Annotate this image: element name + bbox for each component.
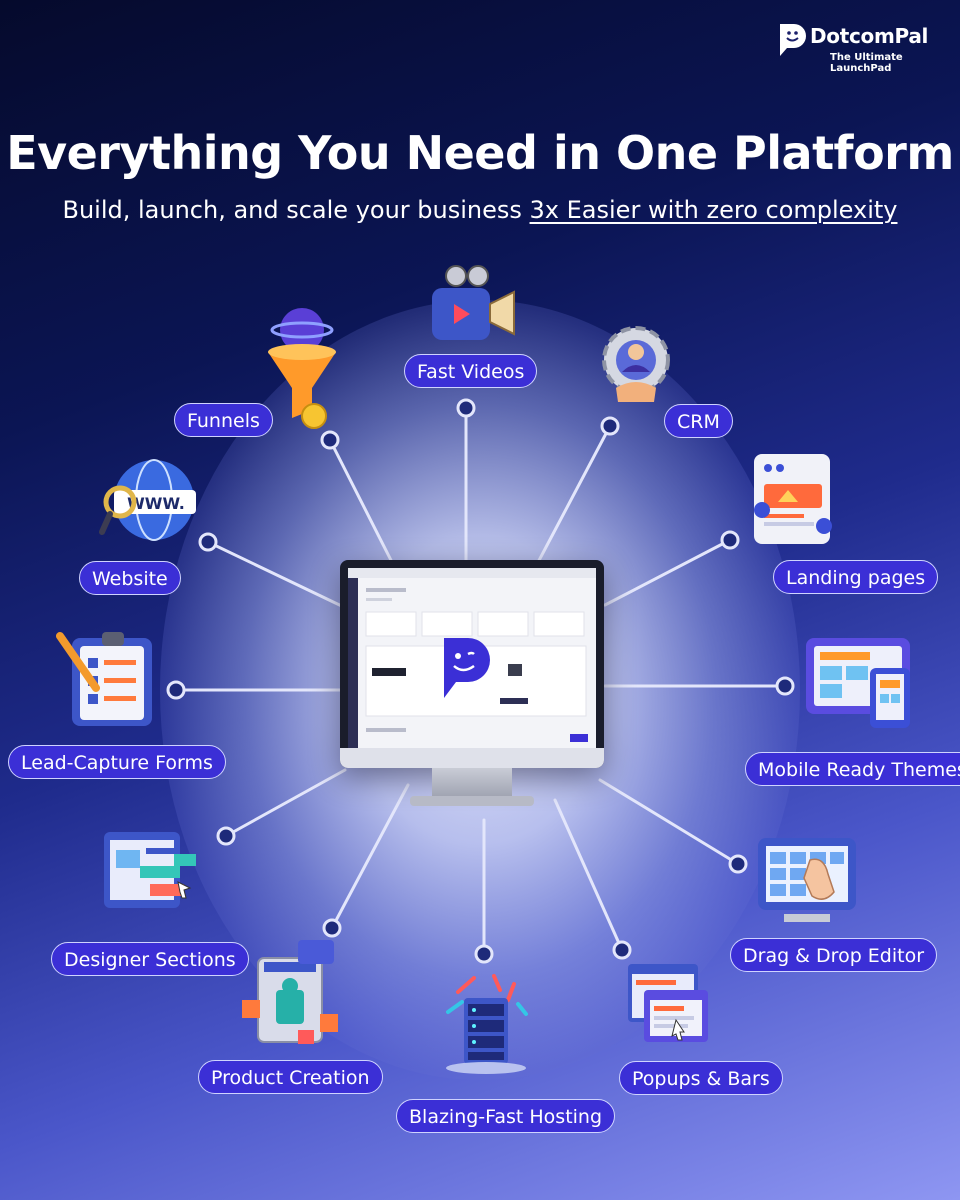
drag-drop-icon	[758, 838, 856, 922]
subtitle-text: Build, launch, and scale your business	[62, 196, 530, 224]
crm-gear-icon	[602, 326, 670, 402]
label-landing-pages: Landing pages	[773, 560, 939, 594]
landing-page-icon	[754, 454, 832, 544]
brand-name: DotcomPal	[810, 24, 929, 48]
label-popups-bars: Popups & Bars	[619, 1061, 783, 1095]
dashboard-screen	[348, 568, 596, 748]
dashboard-preview	[348, 568, 596, 748]
page-title: Everything You Need in One Platform	[6, 126, 954, 180]
clipboard-form-icon	[56, 632, 152, 726]
label-mobile-ready-themes: Mobile Ready Themes	[745, 752, 960, 786]
monitor-base	[410, 796, 534, 806]
subtitle-highlight: 3x Easier with zero complexity	[529, 196, 898, 224]
design-sections-icon	[104, 832, 196, 908]
label-funnels: Funnels	[174, 403, 273, 437]
product-creation-icon	[242, 940, 338, 1044]
label-drag-drop-editor: Drag & Drop Editor	[730, 938, 938, 972]
funnel-icon	[268, 308, 336, 429]
globe-www-icon: WWW.	[99, 459, 196, 541]
page-subtitle: Build, launch, and scale your business 3…	[0, 196, 960, 224]
label-designer-sections: Designer Sections	[51, 942, 249, 976]
devices-icon	[806, 638, 910, 728]
brand-tagline: The Ultimate LaunchPad	[830, 52, 903, 74]
label-website: Website	[79, 561, 181, 595]
label-crm: CRM	[664, 404, 733, 438]
label-lead-capture-forms: Lead-Capture Forms	[8, 745, 226, 779]
brand-logo: DotcomPal The Ultimate LaunchPad	[776, 20, 946, 74]
svg-text:WWW.: WWW.	[127, 494, 185, 513]
server-hosting-icon	[446, 974, 528, 1074]
logo-mark-icon	[780, 24, 806, 56]
computer-monitor	[340, 560, 610, 810]
video-camera-icon	[432, 265, 515, 340]
label-blazing-fast-hosting: Blazing-Fast Hosting	[396, 1099, 616, 1133]
monitor-stand	[432, 768, 512, 798]
label-fast-videos: Fast Videos	[404, 354, 538, 388]
label-product-creation: Product Creation	[198, 1060, 383, 1094]
monitor-frame	[340, 560, 604, 768]
popup-window-icon	[628, 964, 708, 1042]
monitor-chin	[340, 748, 604, 768]
